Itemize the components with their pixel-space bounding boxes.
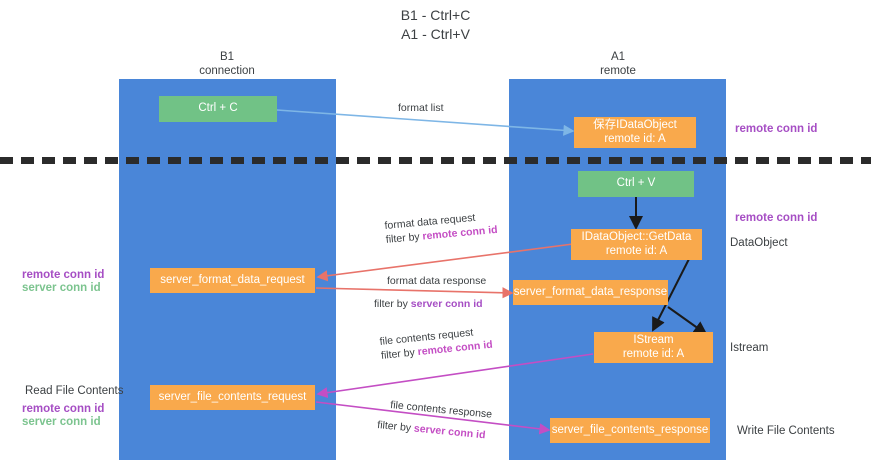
page-title: B1 - Ctrl+C A1 - Ctrl+V — [400, 7, 471, 42]
box-server-format-data-request[interactable]: server_format_data_request — [150, 268, 315, 293]
box-server-file-contents-request-label: server_file_contents_request — [158, 390, 307, 403]
box-idataobject-getdata[interactable]: IDataObject::GetData remote id: A — [571, 229, 702, 260]
box-server-file-contents-response[interactable]: server_file_contents_response — [550, 418, 710, 443]
caption-format-list: format list — [398, 102, 444, 114]
column-header-b1: B1 connection — [199, 51, 255, 77]
left-label-read-file-contents: Read File Contents — [25, 385, 124, 397]
box-server-format-data-response-label: server_format_data_response — [513, 285, 668, 298]
left-label-server-conn-id-1: server conn id — [22, 282, 101, 294]
right-label-remote-conn-id-mid: remote conn id — [735, 212, 818, 224]
phase-divider — [0, 157, 871, 164]
right-label-istream: Istream — [730, 342, 769, 354]
box-istream-line1: IStream — [633, 334, 674, 346]
box-server-file-contents-response-label: server_file_contents_response — [551, 423, 709, 436]
box-ctrl-c[interactable]: Ctrl + C — [159, 96, 277, 122]
caption-format-data-request-filter-prefix: filter by — [385, 230, 424, 246]
right-label-dataobject: DataObject — [730, 237, 788, 249]
box-server-format-data-request-label: server_format_data_request — [160, 273, 305, 286]
caption-file-contents-response-filter-key: server conn id — [413, 422, 486, 442]
box-istream-line2: remote id: A — [622, 347, 685, 360]
caption-file-contents-response-filter-group: filter by server conn id — [377, 418, 486, 442]
box-server-format-data-response[interactable]: server_format_data_response — [513, 280, 668, 305]
column-header-a1: A1 remote — [600, 51, 636, 77]
box-ctrl-v-label: Ctrl + V — [616, 177, 656, 190]
caption-format-data-response: format data response — [387, 275, 487, 287]
connector-format-data-response — [315, 287, 514, 299]
right-label-remote-conn-id-top: remote conn id — [735, 123, 818, 135]
box-ctrl-c-label: Ctrl + C — [198, 102, 238, 115]
caption-format-data-response-filter-prefix: filter by — [374, 298, 411, 310]
left-label-remote-conn-id-2: remote conn id — [22, 403, 105, 415]
box-idataobject-store[interactable]: 保存IDataObject remote id: A — [574, 117, 696, 148]
caption-file-contents-response: file contents response — [389, 398, 493, 421]
box-idataobject-store-line2: remote id: A — [604, 132, 666, 145]
caption-file-contents-response-group: file contents response — [390, 398, 493, 422]
right-label-write-file-contents: Write File Contents — [737, 425, 835, 437]
box-ctrl-v[interactable]: Ctrl + V — [578, 171, 694, 197]
caption-format-data-request-group: format data request filter by remote con… — [384, 209, 498, 247]
left-label-server-conn-id-2: server conn id — [22, 416, 101, 428]
box-server-file-contents-request[interactable]: server_file_contents_request — [150, 385, 315, 410]
caption-file-contents-request-filter-prefix: filter by — [380, 346, 419, 362]
box-getdata-line1: IDataObject::GetData — [581, 231, 692, 243]
left-label-remote-conn-id-1: remote conn id — [22, 269, 105, 281]
box-getdata-line2: remote id: A — [605, 244, 668, 257]
caption-file-contents-response-filter-prefix: filter by — [376, 418, 415, 435]
caption-format-data-response-filter-key: server conn id — [410, 298, 483, 310]
box-istream[interactable]: IStream remote id: A — [594, 332, 713, 363]
caption-file-contents-response-filter: filter by server conn id — [377, 418, 486, 442]
box-idataobject-store-line1: 保存IDataObject — [593, 119, 677, 131]
caption-format-data-response-filter: filter by server conn id — [374, 297, 483, 311]
caption-file-contents-request-group: file contents request filter by remote c… — [379, 324, 493, 363]
